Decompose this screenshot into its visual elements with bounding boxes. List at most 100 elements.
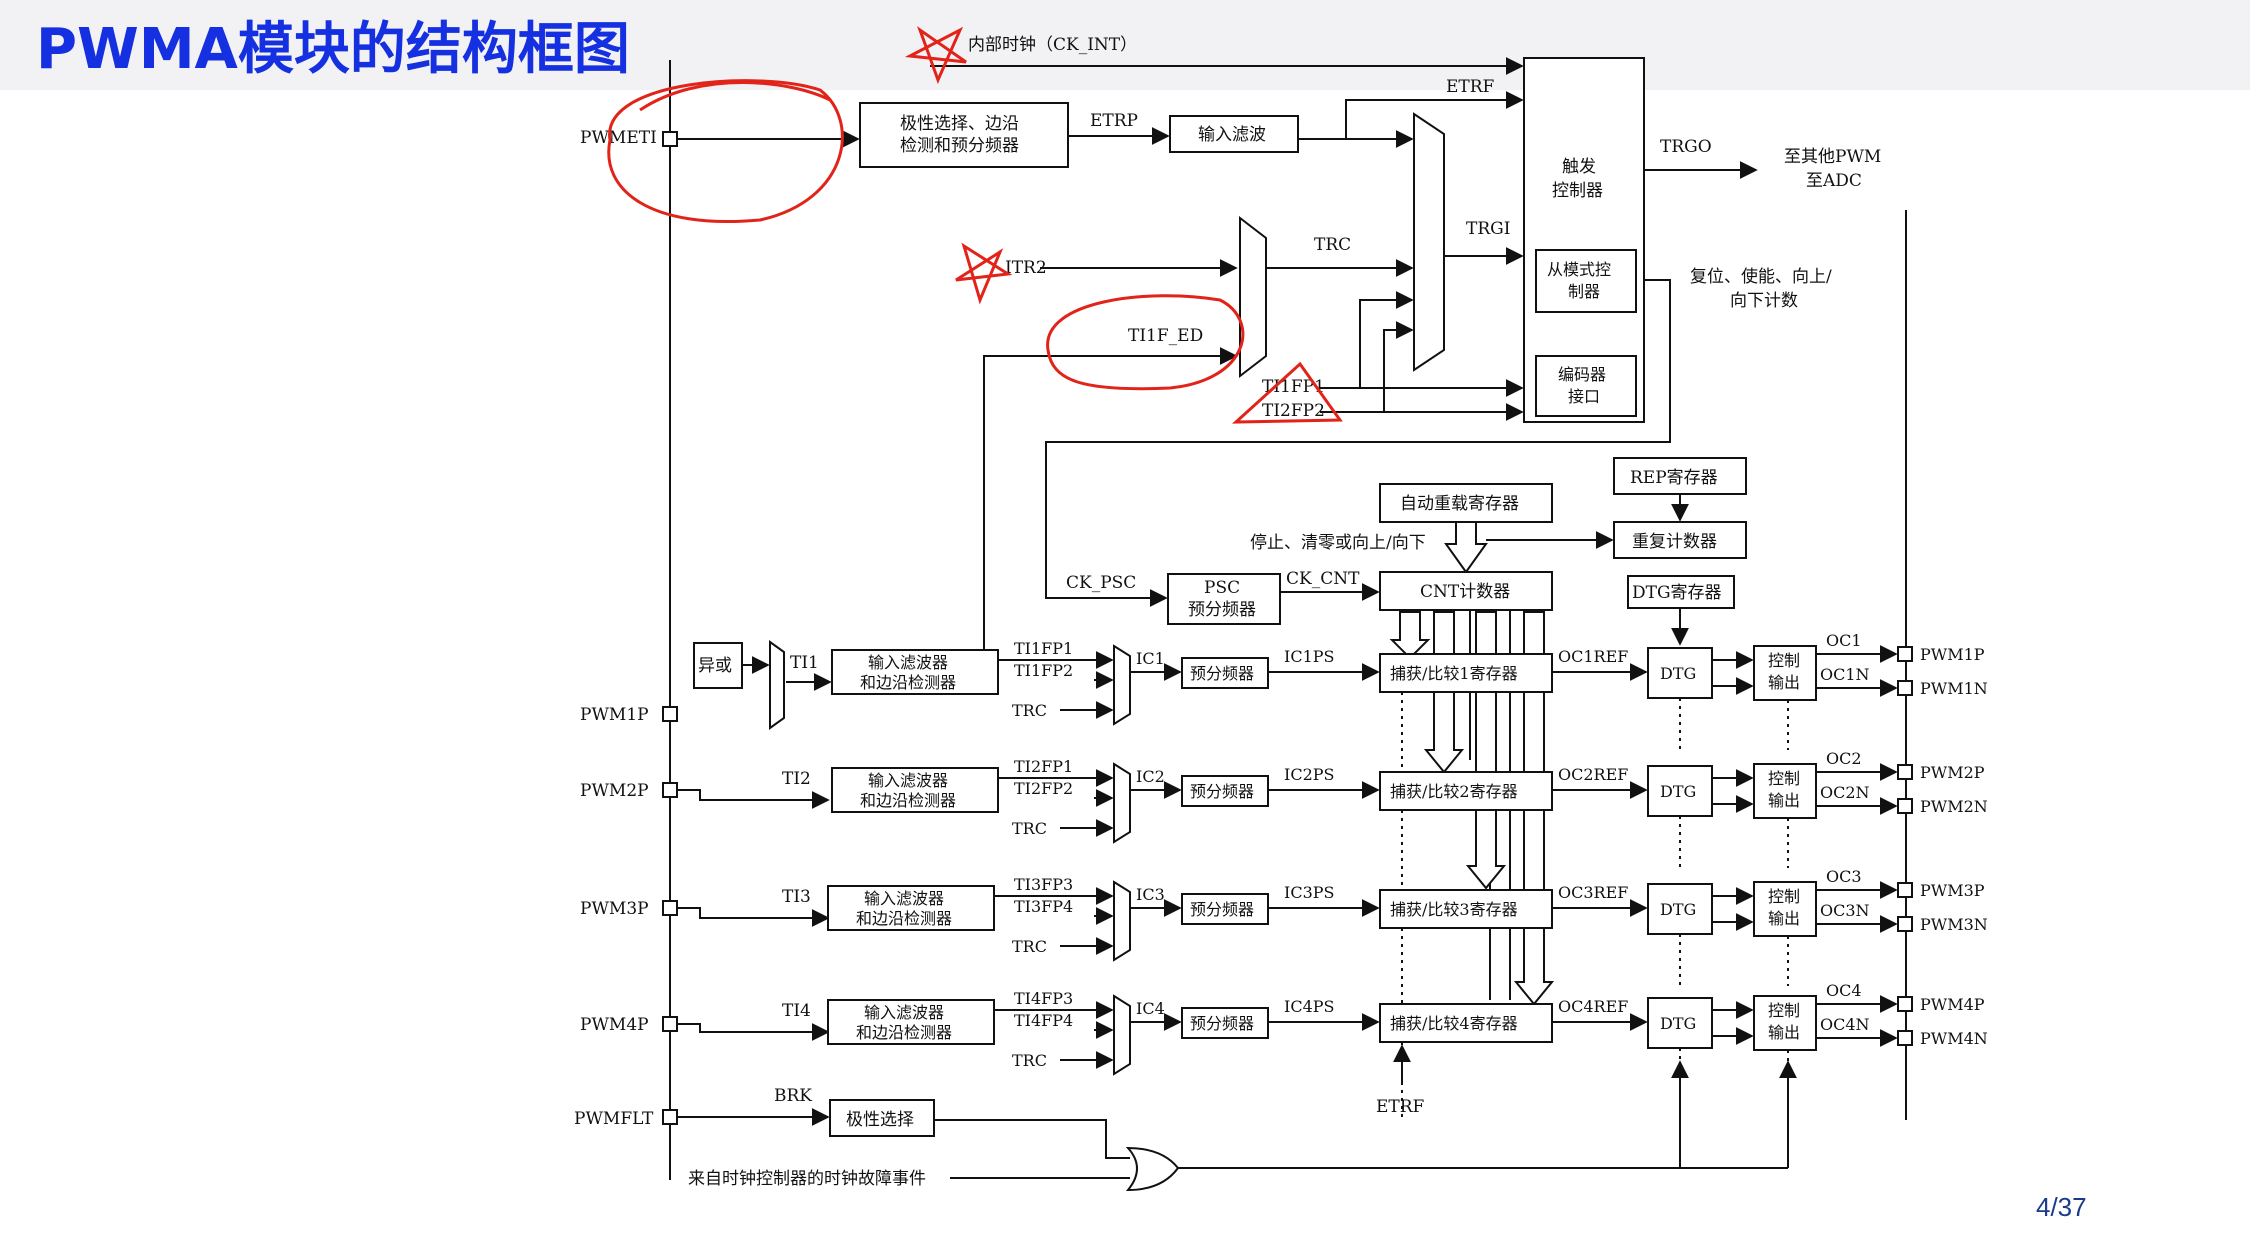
ck-int-label: 内部时钟（CK_INT）	[968, 35, 1137, 55]
etrp-label: ETRP	[1090, 111, 1138, 131]
icps-label-3: IC3PS	[1284, 883, 1334, 902]
pwmflt-pin	[662, 1109, 678, 1125]
outn-pin-2	[1897, 798, 1913, 814]
outp-pin-3	[1897, 882, 1913, 898]
ti-line-4	[677, 1023, 830, 1041]
ti1f-ed-line	[983, 347, 1238, 655]
psc-box	[1167, 573, 1281, 625]
outn-label-4: PWM4N	[1920, 1029, 1988, 1048]
ocref-label-3: OC3REF	[1558, 883, 1628, 902]
trgo-label: TRGO	[1660, 137, 1712, 157]
ti2fp2-label: TI2FP2	[1262, 401, 1325, 421]
oc-label-2: OC2	[1826, 749, 1862, 768]
psc-line1: PSC	[1204, 578, 1240, 598]
repeat-counter-box	[1613, 521, 1747, 559]
outctl-box-3	[1753, 881, 1817, 937]
outn-pin-1	[1897, 680, 1913, 696]
outn-pin-4	[1897, 1030, 1913, 1046]
outp-pin-1	[1897, 646, 1913, 662]
ocn-label-4: OC4N	[1820, 1015, 1870, 1034]
outctl-line2-3: 输出	[1768, 909, 1800, 928]
ocref-label-1: OC1REF	[1558, 647, 1628, 666]
page-title: PWMA模块的结构框图	[36, 17, 630, 82]
pin-label-4: PWM4P	[580, 1015, 649, 1035]
prescaler-box-1	[1181, 657, 1269, 689]
outctl-line2-2: 输出	[1768, 791, 1800, 810]
prescaler-label-1: 预分频器	[1190, 664, 1254, 683]
ocn-label-3: OC3N	[1820, 901, 1870, 920]
ccr-label-1: 捕获/比较1寄存器	[1390, 664, 1518, 683]
cnt-counter-box	[1379, 571, 1553, 611]
dtg-label-2: DTG	[1660, 782, 1696, 801]
ccr-label-2: 捕获/比较2寄存器	[1390, 782, 1518, 801]
pin-3	[662, 900, 678, 916]
fpb-label-2: TI2FP2	[1014, 779, 1073, 798]
filter-box-2	[831, 767, 999, 813]
outp-label-4: PWM4P	[1920, 995, 1985, 1014]
pwmflt-label: PWMFLT	[574, 1109, 654, 1129]
ti-label-4: TI4	[782, 1001, 811, 1021]
outctl-line1-4: 控制	[1768, 1001, 1800, 1020]
header-band	[0, 0, 2250, 90]
input-filter-label: 输入滤波	[1198, 125, 1266, 145]
outctl-box-2	[1753, 763, 1817, 819]
dtg-box-1	[1647, 647, 1713, 699]
ic-mux-2	[1113, 762, 1131, 844]
slave-ctrl-line2: 制器	[1568, 282, 1600, 301]
ck-psc-line	[1045, 279, 1671, 607]
dtg-register-label: DTG寄存器	[1632, 583, 1722, 603]
ocref-label-4: OC4REF	[1558, 997, 1628, 1016]
outctl-line2-1: 输出	[1768, 673, 1800, 692]
polarity-edge-box	[859, 102, 1069, 168]
outp-label-2: PWM2P	[1920, 763, 1985, 782]
filter-box-4	[827, 999, 995, 1045]
filter-line2-4: 和边沿检测器	[856, 1023, 952, 1042]
polarity-select-box	[829, 1099, 935, 1137]
stop-text: 停止、清零或向上/向下	[1250, 533, 1426, 553]
ti1fp1-to-mux	[1359, 291, 1414, 388]
ti1-mux	[769, 640, 785, 730]
oc-label-1: OC1	[1826, 631, 1862, 650]
outn-label-1: PWM1N	[1920, 679, 1988, 698]
cnt-to-ccr1-arrow	[1389, 611, 1431, 660]
fpb-label-4: TI4FP4	[1014, 1011, 1073, 1030]
trc-in-label-2: TRC	[1012, 819, 1047, 838]
fpa-label-1: TI1FP1	[1014, 639, 1073, 658]
red-circle-ti1f-ed	[1046, 294, 1245, 391]
trigger-ctrl-line2: 控制器	[1552, 181, 1603, 201]
ti1fp1-label: TI1FP1	[1262, 377, 1325, 397]
fpb-label-3: TI3FP4	[1014, 897, 1073, 916]
trgi-label: TRGI	[1466, 219, 1510, 239]
filter-box-3	[827, 885, 995, 931]
ccr-box-4	[1379, 1003, 1553, 1043]
red-triangle	[1232, 361, 1343, 424]
reset-text-line1: 复位、使能、向上/	[1690, 266, 1832, 287]
icps-label-4: IC4PS	[1284, 997, 1334, 1016]
trc-in-label-3: TRC	[1012, 937, 1047, 956]
auto-reload-box	[1379, 483, 1553, 523]
dtg-box-3	[1647, 883, 1713, 935]
ic-label-2: IC2	[1136, 767, 1165, 786]
red-swoosh-pwmeti	[639, 81, 831, 112]
ic-mux-4	[1113, 994, 1131, 1076]
ti-label-2: TI2	[782, 769, 811, 789]
ccr-box-1	[1379, 653, 1553, 693]
ti2fp2-to-mux	[1383, 321, 1414, 412]
ti-label-1: TI1	[790, 653, 819, 673]
ic-label-4: IC4	[1136, 999, 1165, 1018]
ic-label-1: IC1	[1136, 649, 1165, 668]
reset-text-line2: 向下计数	[1730, 291, 1798, 311]
fpa-label-4: TI4FP3	[1014, 989, 1073, 1008]
icps-label-1: IC1PS	[1284, 647, 1334, 666]
ocn-label-2: OC2N	[1820, 783, 1870, 802]
filter-line1-1: 输入滤波器	[868, 653, 948, 672]
icps-label-2: IC2PS	[1284, 765, 1334, 784]
outn-label-3: PWM3N	[1920, 915, 1988, 934]
etrf-bottom-label: ETRF	[1376, 1097, 1425, 1117]
red-star-ck-int	[904, 26, 967, 85]
oc-label-4: OC4	[1826, 981, 1862, 1000]
dtg-label-3: DTG	[1660, 900, 1696, 919]
pwmeti-label: PWMETI	[580, 128, 657, 148]
trc-mux	[1239, 215, 1267, 379]
